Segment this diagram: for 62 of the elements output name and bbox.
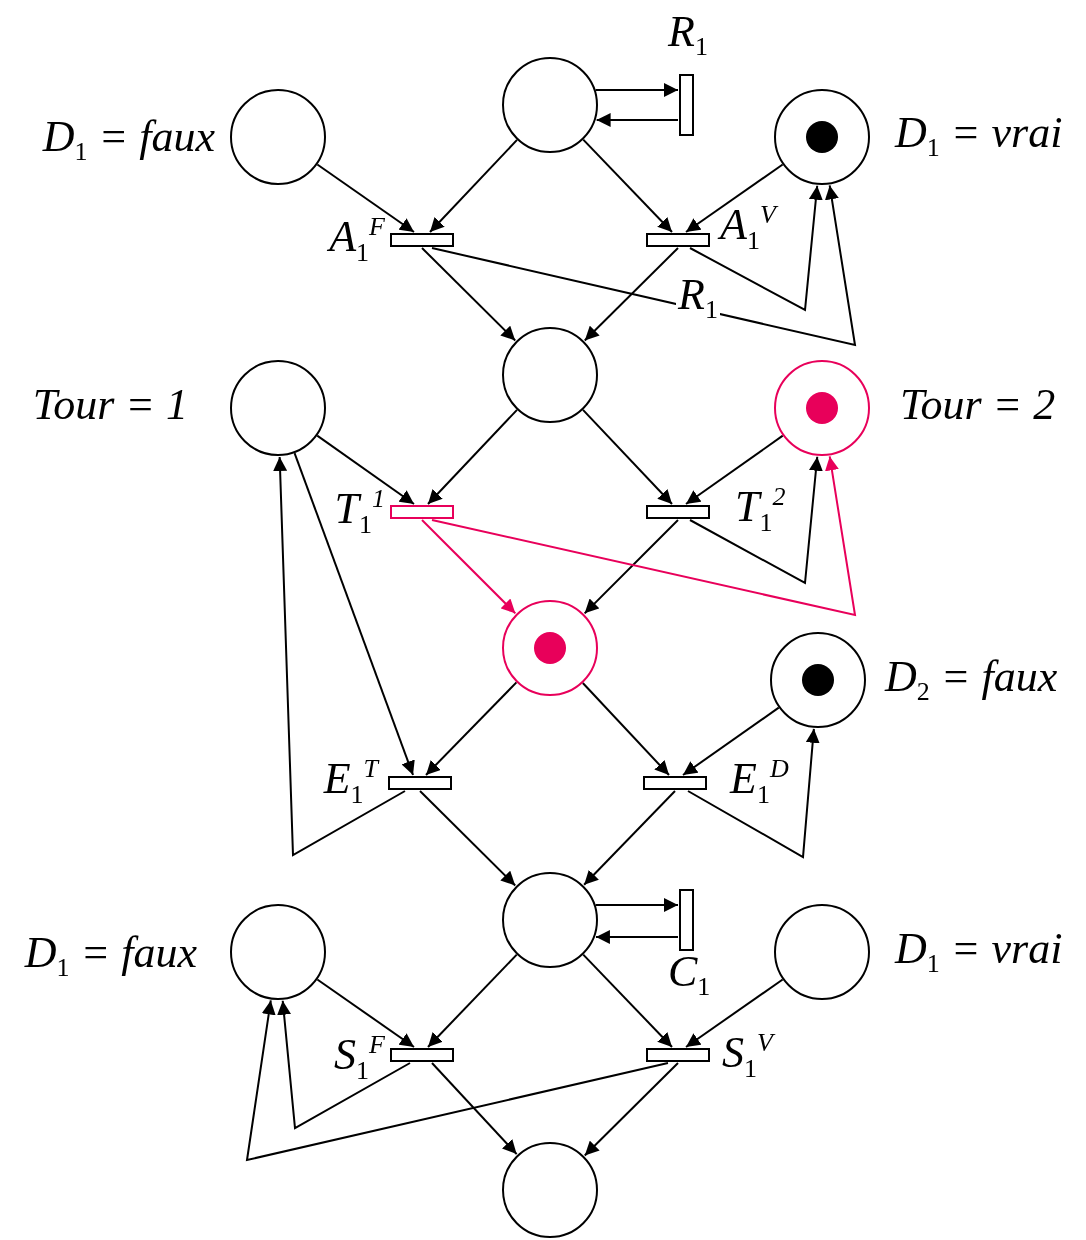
token-dot xyxy=(802,664,834,696)
transition-bar xyxy=(388,776,452,790)
arc-arrow xyxy=(583,519,679,615)
arc-arrow xyxy=(582,408,673,505)
arc-arrow xyxy=(431,455,857,617)
arc-arrow xyxy=(582,953,673,1048)
place-label: D$_{1}$ = faux xyxy=(24,930,197,982)
place-label: D$_{2}$ = faux xyxy=(885,654,1058,706)
token-dot xyxy=(806,121,838,153)
arc-arrow xyxy=(582,138,673,233)
place-label: D$_{1}$ = faux xyxy=(42,114,215,166)
transition-bar xyxy=(646,233,710,247)
place-circle xyxy=(502,327,598,423)
arc-arrow xyxy=(419,790,517,887)
token-dot xyxy=(806,392,838,424)
place-label: Tour = 1 xyxy=(32,383,188,427)
place-label: Tour = 2 xyxy=(900,383,1056,427)
arc-arrow xyxy=(689,455,823,585)
arc-arrow xyxy=(316,163,415,233)
arc-arrow xyxy=(682,706,780,776)
arc-arrow xyxy=(277,999,411,1130)
transition-bar xyxy=(643,776,707,790)
transition-bar xyxy=(390,233,454,247)
arc-arrow xyxy=(594,930,679,944)
arc-arrow xyxy=(594,83,679,97)
arc-arrow xyxy=(245,999,669,1162)
transition-bar xyxy=(678,889,694,951)
arc-arrow xyxy=(689,184,823,312)
place-circle xyxy=(502,600,598,696)
transition-label: R$_{1}$ xyxy=(668,9,708,61)
arc-arrow xyxy=(427,953,518,1048)
arc-arrow xyxy=(425,681,518,776)
transition-bar xyxy=(390,505,454,519)
arc-arrow xyxy=(581,682,670,776)
arc-arrow xyxy=(583,1062,679,1157)
transition-label: C$_{1}$ xyxy=(668,949,711,1001)
arc-arrow xyxy=(595,113,679,127)
arc-arrow xyxy=(685,163,784,233)
arc-arrow xyxy=(427,408,518,505)
arc-arrow xyxy=(687,727,820,859)
place-circle xyxy=(502,872,598,968)
arc-arrow xyxy=(429,138,519,233)
transition-bar xyxy=(646,1048,710,1062)
transition-bar xyxy=(390,1048,454,1062)
arc-arrow xyxy=(685,434,784,505)
transition-bar xyxy=(646,505,710,519)
place-label: D$_{1}$ = vrai xyxy=(895,110,1063,162)
place-label: D$_{1}$ = vrai xyxy=(895,926,1063,978)
token-dot xyxy=(534,632,566,664)
arc-arrow xyxy=(583,790,676,886)
arc-arrow xyxy=(685,978,784,1048)
arc-arrow xyxy=(421,519,517,615)
arc-arrow xyxy=(421,247,517,342)
arc-arrow xyxy=(316,434,415,505)
arc-arrow xyxy=(316,978,415,1048)
arc-arrow xyxy=(431,184,857,347)
arc-arrow xyxy=(583,247,679,342)
arc-arrow xyxy=(431,1062,518,1156)
arc-arrow xyxy=(594,898,679,912)
arc-arrow xyxy=(273,455,406,857)
arc-arrow xyxy=(293,452,415,776)
transition-bar xyxy=(678,74,694,136)
